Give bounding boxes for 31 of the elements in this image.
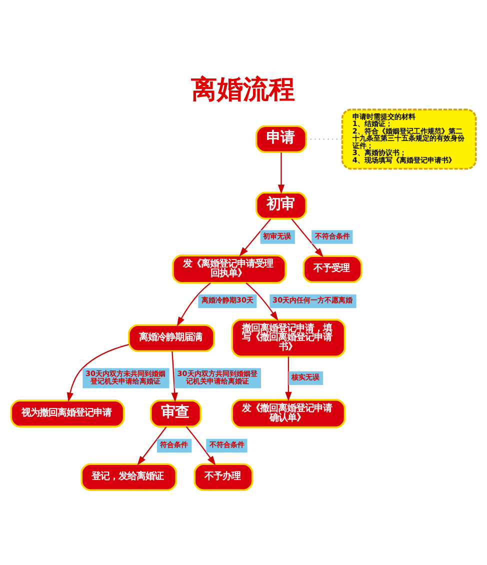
edge-label: 30天内双方未共同到婚姻登记机关申请给离婚证 <box>86 369 166 386</box>
node-box: 申请时需提交的材料 1、结婚证； 2、符合《婚姻登记工作规范》第二十九条至第三十五条规定的有效身份证件； 3、离婚协议书； 4、现场填写《离婚登记申请书》 <box>341 108 477 170</box>
edge-label: 初审无误 <box>263 231 292 240</box>
arrow <box>186 426 216 466</box>
node-box: 初审 <box>255 192 308 220</box>
edge-label: 离婚冷静期30天 <box>201 296 254 305</box>
edge-label: 符合条件 <box>160 440 188 450</box>
node-box: 离婚冷静期届满 <box>128 324 215 352</box>
diagram-title: 离婚流程 <box>191 74 296 105</box>
arrow <box>171 351 178 402</box>
node-box: 发《撤回离婚登记申请确认单》 <box>231 398 346 428</box>
arrow <box>176 282 211 326</box>
node-box: 登记，发给离婚证 <box>80 463 178 492</box>
arrow <box>66 344 129 402</box>
arrow <box>239 218 272 257</box>
edge-label: 30天内双方共同到婚姻登记机关申请给离婚证 <box>177 369 258 386</box>
node-box: 不予办理 <box>194 463 254 492</box>
arrow <box>278 152 285 194</box>
edge-label: 核实无误 <box>291 372 320 382</box>
arrow <box>137 426 167 466</box>
edge-label: 不符合条件 <box>314 231 350 240</box>
node-box: 视为撤回离婚登记申请 <box>10 400 125 428</box>
arrow <box>246 282 278 321</box>
node-box: 申请 <box>255 125 308 154</box>
node-box: 审查 <box>150 400 202 428</box>
edge-label: 30天内任何一方不愿离婚 <box>272 296 353 305</box>
arrow <box>285 356 292 402</box>
node-box: 不予受理 <box>302 255 362 284</box>
arrow <box>291 218 324 258</box>
node-box: 发《离婚登记申请受理回执单》 <box>172 254 286 284</box>
edge-label: 不符合条件 <box>209 440 244 450</box>
